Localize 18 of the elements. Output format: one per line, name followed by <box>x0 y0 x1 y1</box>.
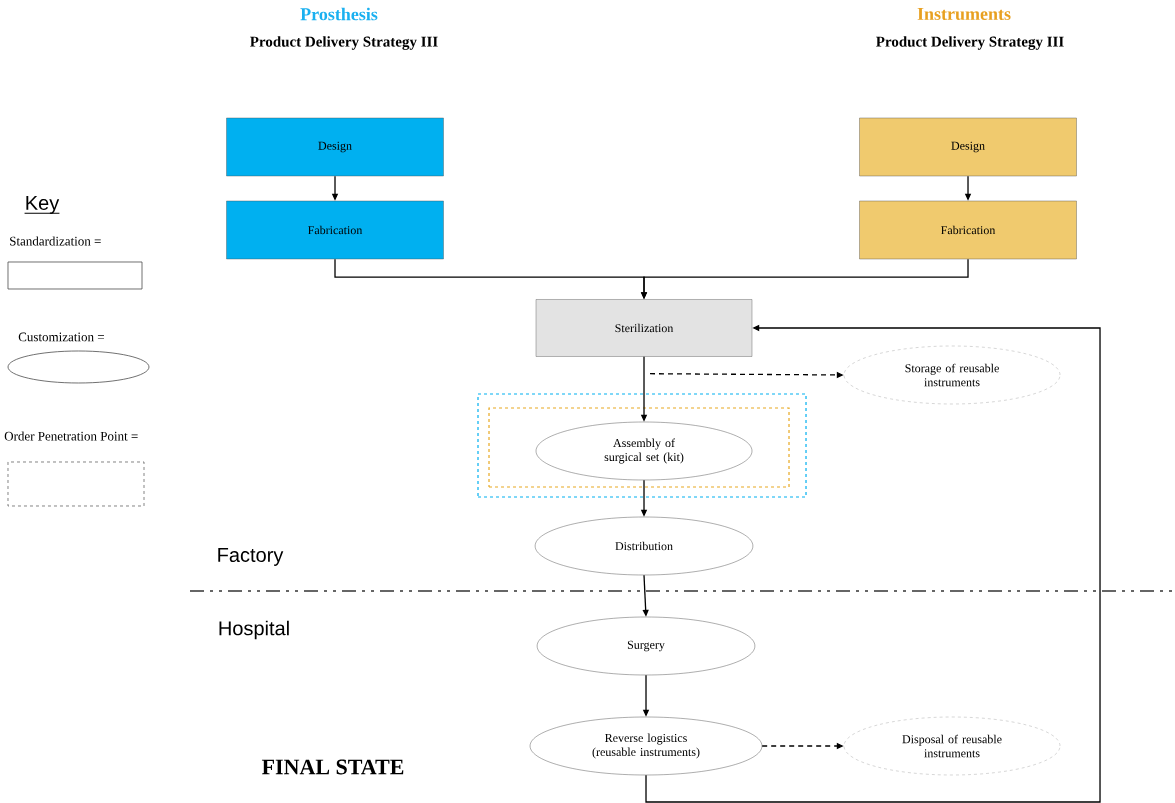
dashed-frame <box>477 393 807 498</box>
legend-entry: Customization = <box>7 332 150 384</box>
column-subtitle: Product Delivery Strategy III <box>250 36 438 50</box>
process-box: Design <box>859 117 1077 177</box>
state-label: FINAL STATE <box>261 759 404 775</box>
zone-label: Hospital <box>219 620 289 640</box>
zone-label: Factory <box>218 548 284 566</box>
legend-entry: Order Penetration Point = <box>4 431 145 507</box>
legend-entry: Standardization = <box>7 236 143 290</box>
column-subtitle: Product Delivery Strategy III <box>876 36 1064 50</box>
column-title: Instruments <box>917 8 1011 20</box>
dashed-frame <box>488 407 790 488</box>
key-heading: Key <box>26 196 60 214</box>
process-box: Design <box>226 117 444 177</box>
column-title: Prosthesis <box>300 7 378 21</box>
process-box: Fabrication <box>226 200 444 260</box>
process-box: Sterilization <box>535 299 753 357</box>
process-box: Fabrication <box>859 200 1077 260</box>
